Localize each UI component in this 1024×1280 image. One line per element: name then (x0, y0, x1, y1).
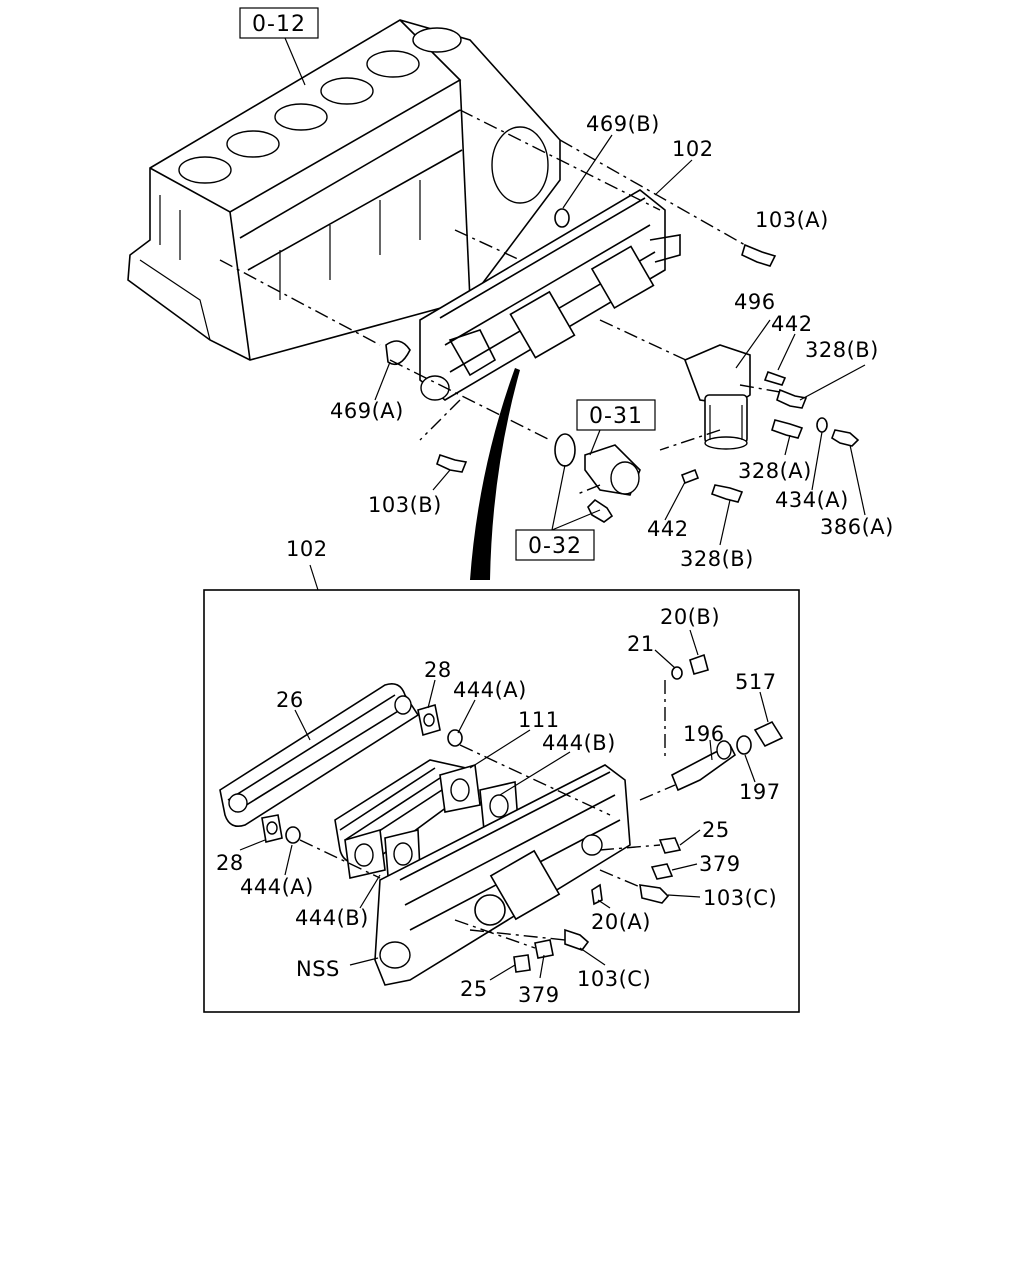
label-469a: 469(A) (330, 399, 404, 423)
label-197: 197 (739, 780, 781, 804)
label-102: 102 (672, 137, 714, 161)
ref-box-block (239, 7, 319, 39)
label-328b-bottom: 328(B) (680, 547, 754, 571)
outlet-pipe-drawing (554, 433, 641, 496)
label-434a: 434(A) (775, 488, 849, 512)
label-444a-bottom: 444(A) (240, 875, 314, 899)
label-21: 21 (627, 632, 655, 656)
gasket-469a-shape (385, 340, 411, 366)
label-25-right: 25 (702, 818, 730, 842)
label-103c-bottom: 103(C) (577, 967, 651, 991)
label-nss: NSS (296, 957, 340, 981)
label-111: 111 (518, 708, 560, 732)
ref-box-thermostat (576, 399, 656, 431)
oil-cooler-assembly-drawing (419, 189, 681, 401)
label-28-bottom: 28 (216, 851, 244, 875)
label-496: 496 (734, 290, 776, 314)
oil-filter-drawing (683, 344, 751, 450)
label-28-top: 28 (424, 658, 452, 682)
top-bolts (436, 243, 860, 523)
label-444b-bottom: 444(B) (295, 906, 369, 930)
ref-box-outlet (515, 529, 595, 561)
label-103b: 103(B) (368, 493, 442, 517)
detail-leaders (239, 629, 769, 981)
detail-title: 102 (286, 537, 328, 561)
detail-callout-arrow (470, 368, 520, 580)
detail-parts-drawing (219, 653, 784, 986)
ref-block-label: 0-12 (252, 12, 306, 37)
label-444a-top: 444(A) (453, 678, 527, 702)
top-leaders (374, 134, 866, 546)
detail-box (203, 589, 800, 1013)
label-26: 26 (276, 688, 304, 712)
top-leader-dashes (219, 109, 781, 496)
label-25-bottom: 25 (460, 977, 488, 1001)
label-442-top: 442 (771, 312, 813, 336)
label-442-bottom: 442 (647, 517, 689, 541)
label-469b: 469(B) (586, 112, 660, 136)
label-328a: 328(A) (738, 459, 812, 483)
cylinder-block-drawing (127, 19, 561, 361)
label-386a: 386(A) (820, 515, 894, 539)
label-328b-top: 328(B) (805, 338, 879, 362)
ref-thermostat-label: 0-31 (589, 404, 643, 429)
label-379-right: 379 (699, 852, 741, 876)
ref-outlet-label: 0-32 (528, 534, 582, 559)
label-103a: 103(A) (755, 208, 829, 232)
label-444b-top: 444(B) (542, 731, 616, 755)
label-379-bottom: 379 (518, 983, 560, 1007)
label-103c-right: 103(C) (703, 886, 777, 910)
label-20b: 20(B) (660, 605, 720, 629)
label-20a: 20(A) (591, 910, 651, 934)
o-ring-469b-shape (554, 208, 570, 228)
label-196: 196 (683, 722, 725, 746)
detail-leader-dashes (299, 680, 676, 949)
label-517: 517 (735, 670, 777, 694)
